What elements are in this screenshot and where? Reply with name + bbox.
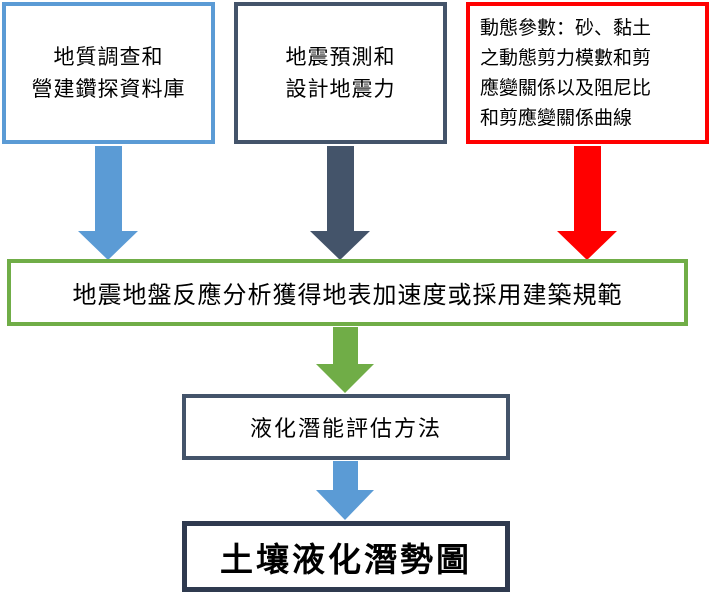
- arrow-geo-to-response: [78, 146, 138, 260]
- dynamic-parameters-label: 動態參數：砂、黏土 之動態剪力模數和剪 應變關係以及阻尼比 和剪應變關係曲線: [480, 17, 652, 129]
- liquefaction-evaluation-method-box: 液化潛能評估方法: [182, 394, 510, 460]
- liquefaction-potential-map-box: 土壤液化潛勢圖: [182, 521, 510, 592]
- earthquake-prediction-box: 地震預測和 設計地震力: [234, 2, 447, 144]
- liquefaction-potential-map-label: 土壤液化潛勢圖: [220, 539, 472, 579]
- arrow-response-to-method: [316, 327, 374, 393]
- arrow-method-to-map: [316, 461, 374, 520]
- ground-response-analysis-box: 地震地盤反應分析獲得地表加速度或採用建築規範: [7, 259, 688, 326]
- earthquake-prediction-label: 地震預測和 設計地震力: [285, 45, 396, 101]
- geology-database-label: 地質調查和 營建鑽探資料庫: [31, 45, 186, 101]
- geology-database-box: 地質調查和 營建鑽探資料庫: [2, 2, 215, 144]
- liquefaction-evaluation-method-label: 液化潛能評估方法: [249, 417, 442, 442]
- arrow-eq-to-response: [310, 146, 370, 260]
- dynamic-parameters-box: 動態參數：砂、黏土 之動態剪力模數和剪 應變關係以及阻尼比 和剪應變關係曲線: [466, 2, 709, 144]
- ground-response-analysis-label: 地震地盤反應分析獲得地表加速度或採用建築規範: [72, 281, 623, 309]
- arrow-dyn-to-response: [557, 146, 617, 260]
